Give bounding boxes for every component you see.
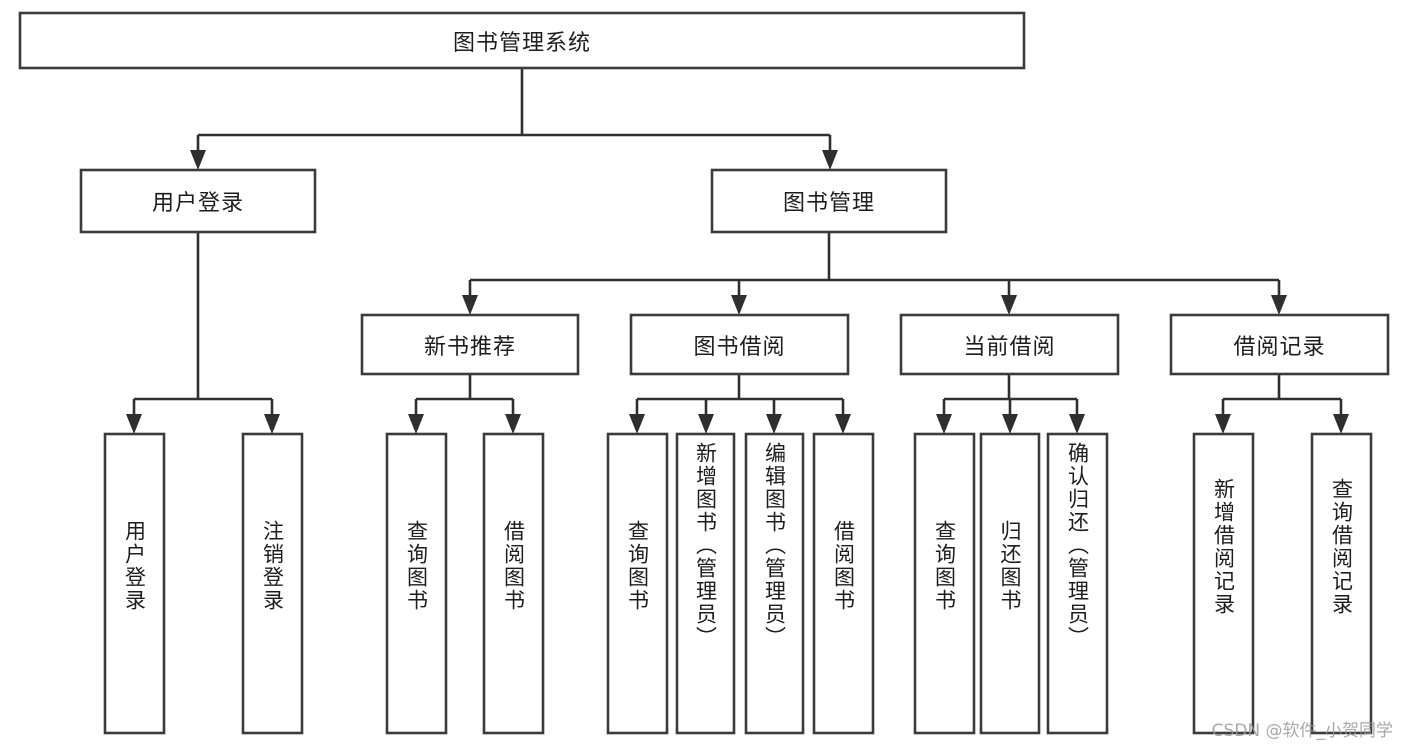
node-box-leaf-nb-query-book[interactable]: [385, 432, 448, 735]
node-box-user-login[interactable]: [79, 168, 317, 234]
connector-group-book-manage: [462, 232, 1287, 315]
arrow-head-cb-return-book: [1002, 414, 1018, 434]
arrow-head-cb-confirm-return: [1069, 414, 1085, 434]
connector-group-book-borrow: [629, 374, 851, 434]
node-box-leaf-logout[interactable]: [241, 432, 304, 735]
arrow-head-bb-query-book: [629, 414, 645, 434]
connector-group-borrow-record: [1215, 374, 1349, 434]
connector-group-new-book: [408, 374, 521, 434]
arrow-head-bb-edit-book: [766, 414, 782, 434]
arrow-head-current-borrow: [1001, 295, 1017, 315]
arrow-head-cb-query-book: [936, 414, 952, 434]
arrow-head-br-query-record: [1333, 414, 1349, 434]
arrow-head-leaf-logout: [264, 414, 280, 434]
node-box-current-borrow[interactable]: [899, 313, 1120, 376]
arrow-head-leaf-user-login: [126, 414, 142, 434]
node-box-leaf-bb-add-book[interactable]: [675, 432, 736, 735]
connector-group-user-login: [126, 232, 280, 434]
node-box-leaf-br-add-record[interactable]: [1192, 432, 1255, 735]
arrow-head-bb-add-book: [698, 414, 714, 434]
node-box-leaf-user-login[interactable]: [103, 432, 166, 735]
node-box-leaf-cb-query-book[interactable]: [913, 432, 976, 735]
node-box-leaf-bb-query-book[interactable]: [606, 432, 669, 735]
arrow-head-bb-borrow-book: [835, 414, 851, 434]
arrow-head-book-borrow: [731, 295, 747, 315]
arrow-head-user-login: [190, 150, 206, 170]
node-box-leaf-bb-borrow-book[interactable]: [812, 432, 875, 735]
arrow-head-book-manage: [822, 150, 838, 170]
arrow-head-nb-query-book: [408, 414, 424, 434]
node-box-leaf-bb-edit-book[interactable]: [744, 432, 805, 735]
arrow-head-nb-borrow-book: [505, 414, 521, 434]
connector-group-root: [190, 68, 838, 170]
node-box-book-borrow[interactable]: [629, 313, 850, 376]
node-box-new-book-recommend[interactable]: [360, 313, 580, 376]
node-box-leaf-nb-borrow-book[interactable]: [482, 432, 545, 735]
node-box-borrow-record[interactable]: [1169, 313, 1390, 376]
node-box-book-manage[interactable]: [710, 168, 948, 234]
node-box-root[interactable]: [18, 11, 1026, 70]
arrow-head-new-book: [462, 295, 478, 315]
connector-group-current-borrow: [936, 374, 1085, 434]
node-box-leaf-br-query-record[interactable]: [1310, 432, 1373, 735]
node-box-leaf-cb-confirm-return[interactable]: [1046, 432, 1109, 735]
arrow-head-br-add-record: [1215, 414, 1231, 434]
arrow-head-borrow-record: [1271, 295, 1287, 315]
node-box-leaf-cb-return-book[interactable]: [979, 432, 1041, 735]
